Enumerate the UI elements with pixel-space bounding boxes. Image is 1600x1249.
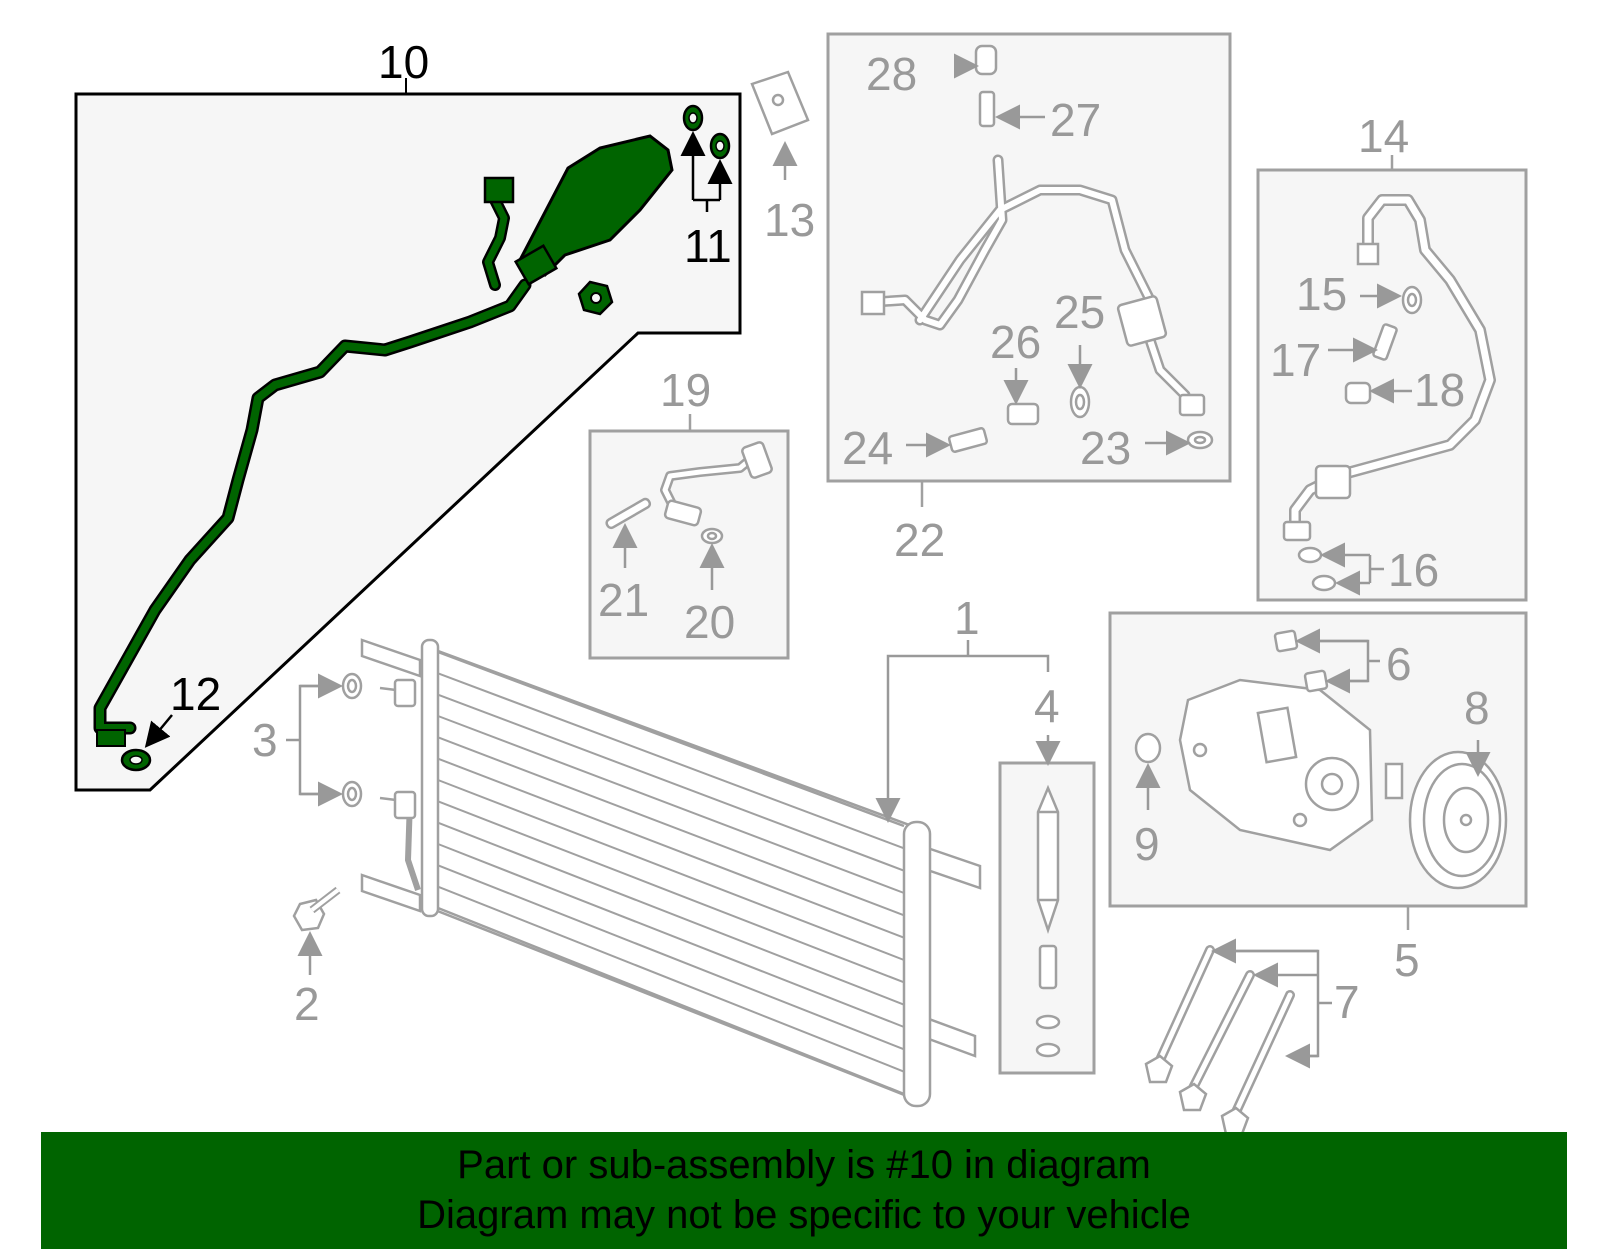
part-10-box[interactable] bbox=[74, 78, 742, 792]
callout-5: 5 bbox=[1394, 934, 1420, 986]
callout-14: 14 bbox=[1358, 110, 1409, 162]
callout-9: 9 bbox=[1134, 818, 1160, 870]
part-7-bolts[interactable] bbox=[1144, 938, 1332, 1136]
condenser-fin bbox=[437, 821, 905, 1006]
info-banner: Part or sub-assembly is #10 in diagram D… bbox=[41, 1132, 1567, 1249]
callout-13: 13 bbox=[764, 194, 815, 246]
condenser-fin bbox=[437, 715, 905, 894]
condenser-fin bbox=[437, 864, 905, 1051]
callout-6: 6 bbox=[1386, 638, 1412, 690]
condenser-fin bbox=[437, 779, 905, 961]
banner-line-2: Diagram may not be specific to your vehi… bbox=[417, 1193, 1191, 1237]
callout-12: 12 bbox=[170, 668, 221, 720]
condenser-fin bbox=[437, 800, 905, 984]
part-5-box[interactable] bbox=[1108, 611, 1528, 930]
condenser-fin bbox=[437, 885, 905, 1073]
part-13[interactable] bbox=[750, 70, 810, 180]
callout-4: 4 bbox=[1034, 680, 1060, 732]
callout-2: 2 bbox=[294, 978, 320, 1030]
callout-25: 25 bbox=[1054, 286, 1105, 338]
callout-24: 24 bbox=[842, 422, 893, 474]
part-2-bolt[interactable] bbox=[292, 886, 341, 975]
part-19-box[interactable] bbox=[588, 414, 790, 660]
condenser-fin bbox=[437, 693, 905, 872]
hex-nut bbox=[577, 280, 614, 316]
condenser[interactable] bbox=[360, 638, 982, 1108]
callout-10: 10 bbox=[378, 36, 429, 88]
callout-23: 23 bbox=[1080, 422, 1131, 474]
connector-block bbox=[483, 176, 515, 204]
callout-15: 15 bbox=[1296, 268, 1347, 320]
condenser-fin bbox=[437, 757, 905, 939]
part-22-box[interactable] bbox=[826, 32, 1232, 507]
callout-21: 21 bbox=[598, 574, 649, 626]
condenser-fin bbox=[437, 736, 905, 917]
part-4-box[interactable] bbox=[998, 735, 1096, 1075]
callout-27: 27 bbox=[1050, 94, 1101, 146]
callout-19: 19 bbox=[660, 364, 711, 416]
callout-3: 3 bbox=[252, 714, 278, 766]
callout-1: 1 bbox=[954, 592, 980, 644]
callout-20: 20 bbox=[684, 596, 735, 648]
condenser-fin bbox=[437, 843, 905, 1028]
part-3[interactable] bbox=[286, 672, 363, 808]
manifold-block bbox=[518, 134, 674, 277]
banner-line-1: Part or sub-assembly is #10 in diagram bbox=[457, 1143, 1151, 1187]
callout-22: 22 bbox=[894, 514, 945, 566]
callout-7: 7 bbox=[1334, 976, 1360, 1028]
callout-26: 26 bbox=[990, 316, 1041, 368]
ac-line-assembly[interactable] bbox=[93, 194, 532, 735]
callout-28: 28 bbox=[866, 48, 917, 100]
callout-18: 18 bbox=[1414, 364, 1465, 416]
callout-16: 16 bbox=[1388, 544, 1439, 596]
callout-17: 17 bbox=[1270, 334, 1321, 386]
callout-1-leader bbox=[875, 640, 1050, 823]
condenser-fin bbox=[437, 672, 905, 850]
condenser-fins bbox=[437, 672, 905, 1073]
callout-11: 11 bbox=[684, 220, 732, 272]
part-14-box[interactable] bbox=[1256, 155, 1528, 602]
callout-8: 8 bbox=[1464, 682, 1490, 734]
